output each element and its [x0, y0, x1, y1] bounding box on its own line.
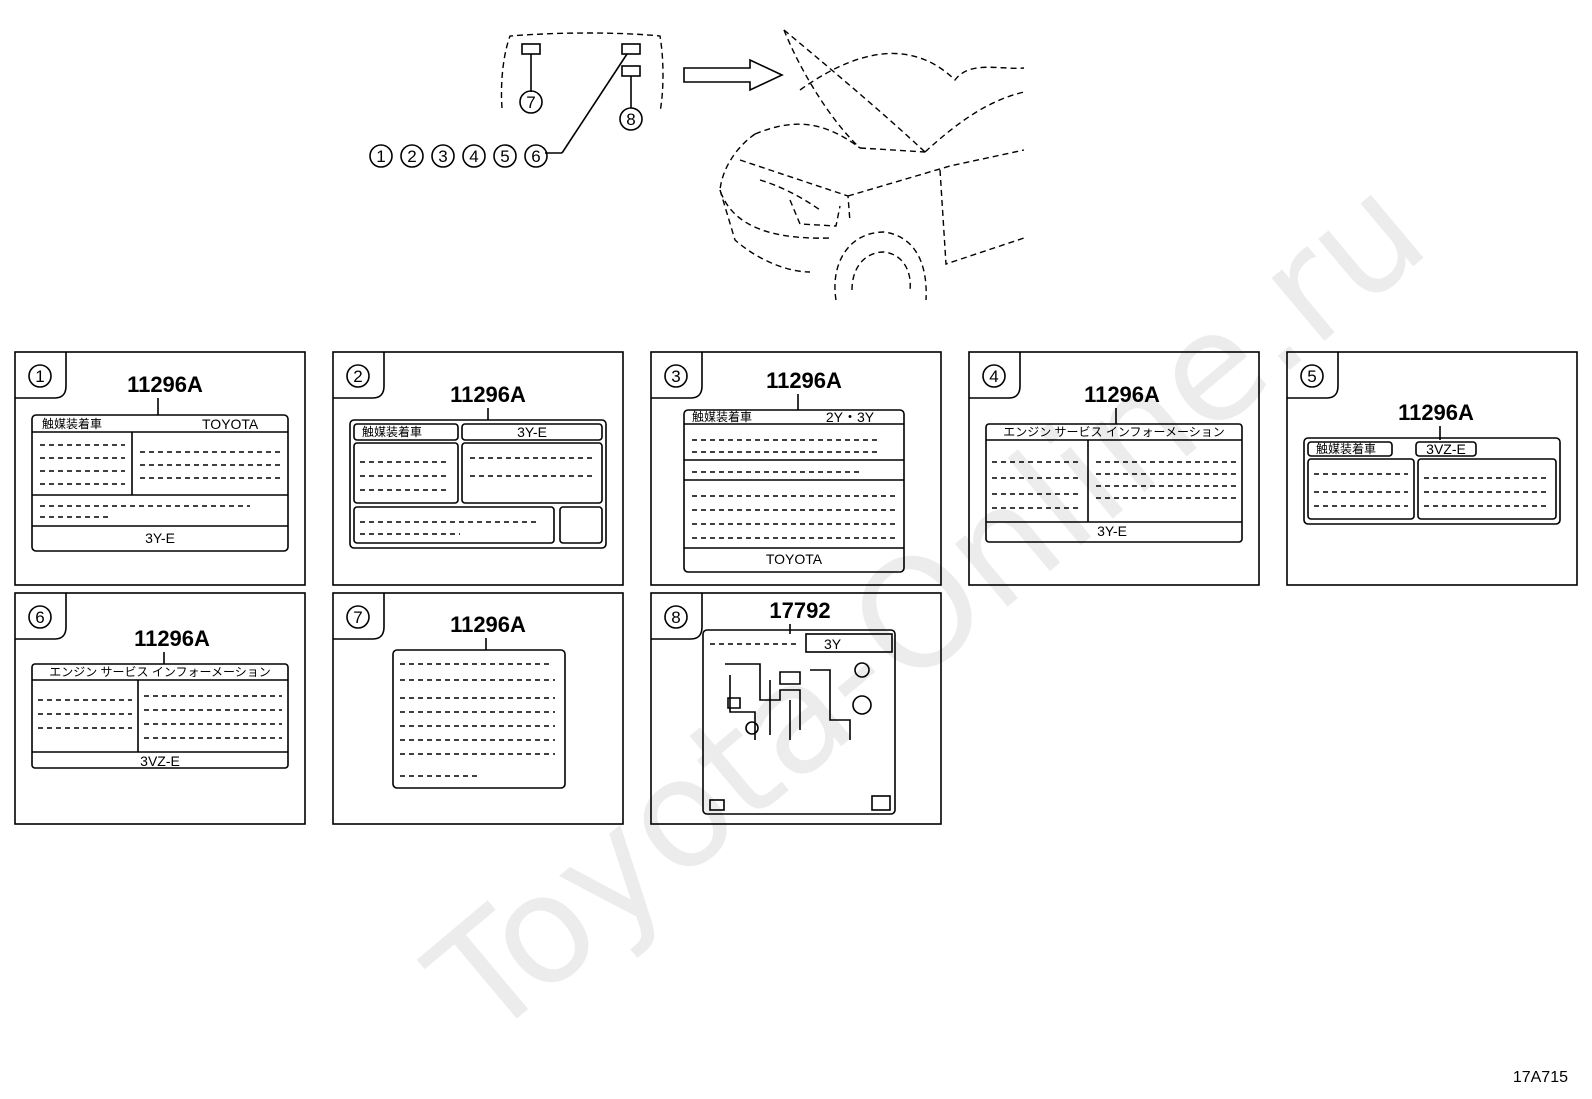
panel-5-part-number: 11296A — [1398, 400, 1474, 425]
panel-6: 6 11296A エンジン サービス インフォーメーション 3VZ-E — [14, 592, 306, 825]
panel-3: 3 11296A 触媒装着車 2Y・3Y TOYOTA — [650, 351, 942, 586]
figure-code: 17A715 — [1512, 1069, 1568, 1086]
panel-7: 7 11296A — [332, 592, 624, 825]
panel-7-part-number: 11296A — [450, 612, 526, 637]
callout-1-label: 1 — [376, 147, 385, 166]
panel-4-engine: 3Y-E — [1097, 523, 1127, 539]
location-overview: 7 8 1 2 3 4 5 6 — [369, 29, 1025, 301]
panel-4: 4 11296A エンジン サービス インフォーメーション 3Y-E — [968, 351, 1260, 586]
panel-7-index: 7 — [353, 608, 362, 627]
panel-2-engine: 3Y-E — [517, 424, 547, 440]
callout-8-label: 8 — [626, 110, 635, 129]
callout-6-label: 6 — [531, 147, 540, 166]
panel-1-brand: TOYOTA — [202, 416, 259, 432]
panel-2: 2 11296A 触媒装着車 3Y-E — [332, 351, 624, 586]
svg-text:エンジン サービス インフォーメーション: エンジン サービス インフォーメーション — [1003, 425, 1225, 439]
panel-3-engine: 2Y・3Y — [826, 409, 875, 425]
panel-3-brand: TOYOTA — [766, 551, 823, 567]
panel-1-engine: 3Y-E — [145, 530, 175, 546]
callout-8-circle — [619, 107, 643, 131]
panel-3-part-number: 11296A — [766, 368, 842, 393]
panel-6-part-number: 11296A — [134, 626, 210, 651]
vacuum-hose-schematic — [725, 662, 872, 740]
panel-8-engine: 3Y — [824, 636, 842, 652]
panel-8-part-number: 17792 — [769, 598, 830, 623]
callout-2-label: 2 — [407, 147, 416, 166]
svg-text:触媒装着車: 触媒装着車 — [362, 424, 422, 439]
callout-3-label: 3 — [438, 147, 447, 166]
panel-2-part-number: 11296A — [450, 382, 526, 407]
panel-5-engine: 3VZ-E — [1426, 441, 1466, 457]
svg-text:触媒装着車: 触媒装着車 — [1316, 441, 1376, 456]
callout-7-circle — [519, 90, 543, 114]
svg-text:エンジン サービス インフォーメーション: エンジン サービス インフォーメーション — [49, 665, 271, 679]
callout-7-label: 7 — [526, 93, 535, 112]
vehicle-illustration — [719, 29, 1025, 301]
panel-1-index: 1 — [35, 367, 44, 386]
panel-6-index: 6 — [35, 608, 44, 627]
panel-4-part-number: 11296A — [1084, 382, 1160, 407]
panel-1-part-number: 11296A — [127, 372, 203, 397]
callout-5-label: 5 — [500, 147, 509, 166]
callout-4-label: 4 — [469, 147, 478, 166]
panel-8-index: 8 — [671, 608, 680, 627]
panel-5: 5 11296A 触媒装着車 3VZ-E — [1286, 351, 1578, 586]
svg-text:触媒装着車: 触媒装着車 — [692, 409, 752, 424]
panel-4-index: 4 — [989, 367, 998, 386]
panel-6-engine: 3VZ-E — [140, 753, 180, 769]
panel-3-index: 3 — [671, 367, 680, 386]
svg-text:触媒装着車: 触媒装着車 — [42, 416, 102, 431]
panel-1: 1 11296A 触媒装着車 TOYOTA 3Y-E — [14, 351, 306, 586]
arrow-icon — [683, 58, 784, 92]
panel-8: 8 17792 3Y — [650, 592, 942, 825]
panel-5-index: 5 — [1307, 367, 1316, 386]
panel-2-index: 2 — [353, 367, 362, 386]
